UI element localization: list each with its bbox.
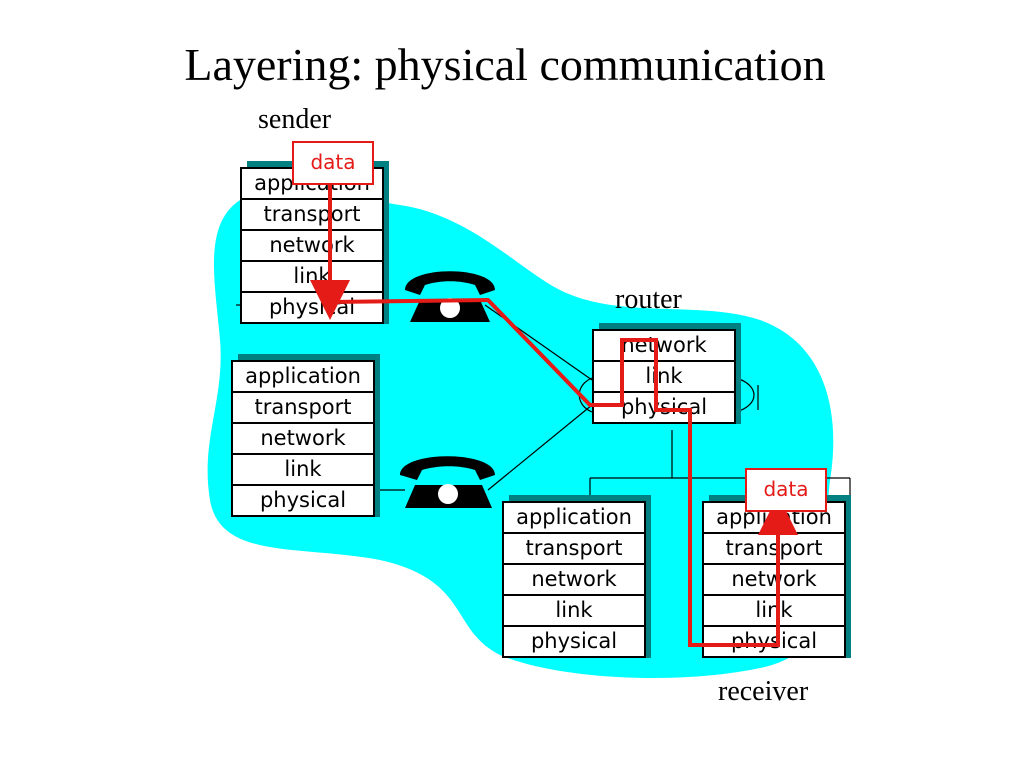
- layer-application: application: [504, 503, 644, 534]
- layer-link: link: [704, 596, 844, 627]
- receiver-stack: application transport network link physi…: [702, 501, 846, 658]
- layer-transport: transport: [233, 393, 373, 424]
- layer-network: network: [704, 565, 844, 596]
- layer-physical: physical: [530, 629, 618, 653]
- sender-data-box: data: [292, 141, 374, 185]
- telephone-icon: [400, 456, 495, 508]
- layer-link: link: [594, 362, 734, 393]
- layer-network: network: [594, 331, 734, 362]
- sender-label: sender: [258, 104, 332, 135]
- layer-link: link: [233, 455, 373, 486]
- layer-application: application: [233, 362, 373, 393]
- layer-physical: physical: [259, 488, 347, 512]
- slide-title: Layering: physical communication: [184, 39, 826, 90]
- layer-transport: transport: [504, 534, 644, 565]
- receiver-label: receiver: [718, 676, 809, 707]
- host3-stack: application transport network link physi…: [502, 501, 646, 658]
- layer-network: network: [504, 565, 644, 596]
- host2-stack: application transport network link physi…: [231, 360, 375, 517]
- layer-physical: physical: [620, 395, 708, 419]
- layer-network: network: [233, 424, 373, 455]
- layer-transport: transport: [704, 534, 844, 565]
- telephone-icon: [405, 271, 495, 322]
- layer-network: network: [242, 231, 382, 262]
- router-label: router: [615, 284, 682, 315]
- layer-physical: physical: [730, 629, 818, 653]
- layer-transport: transport: [242, 200, 382, 231]
- data-path: [328, 185, 780, 647]
- receiver-data-box: data: [745, 468, 827, 512]
- layer-link: link: [504, 596, 644, 627]
